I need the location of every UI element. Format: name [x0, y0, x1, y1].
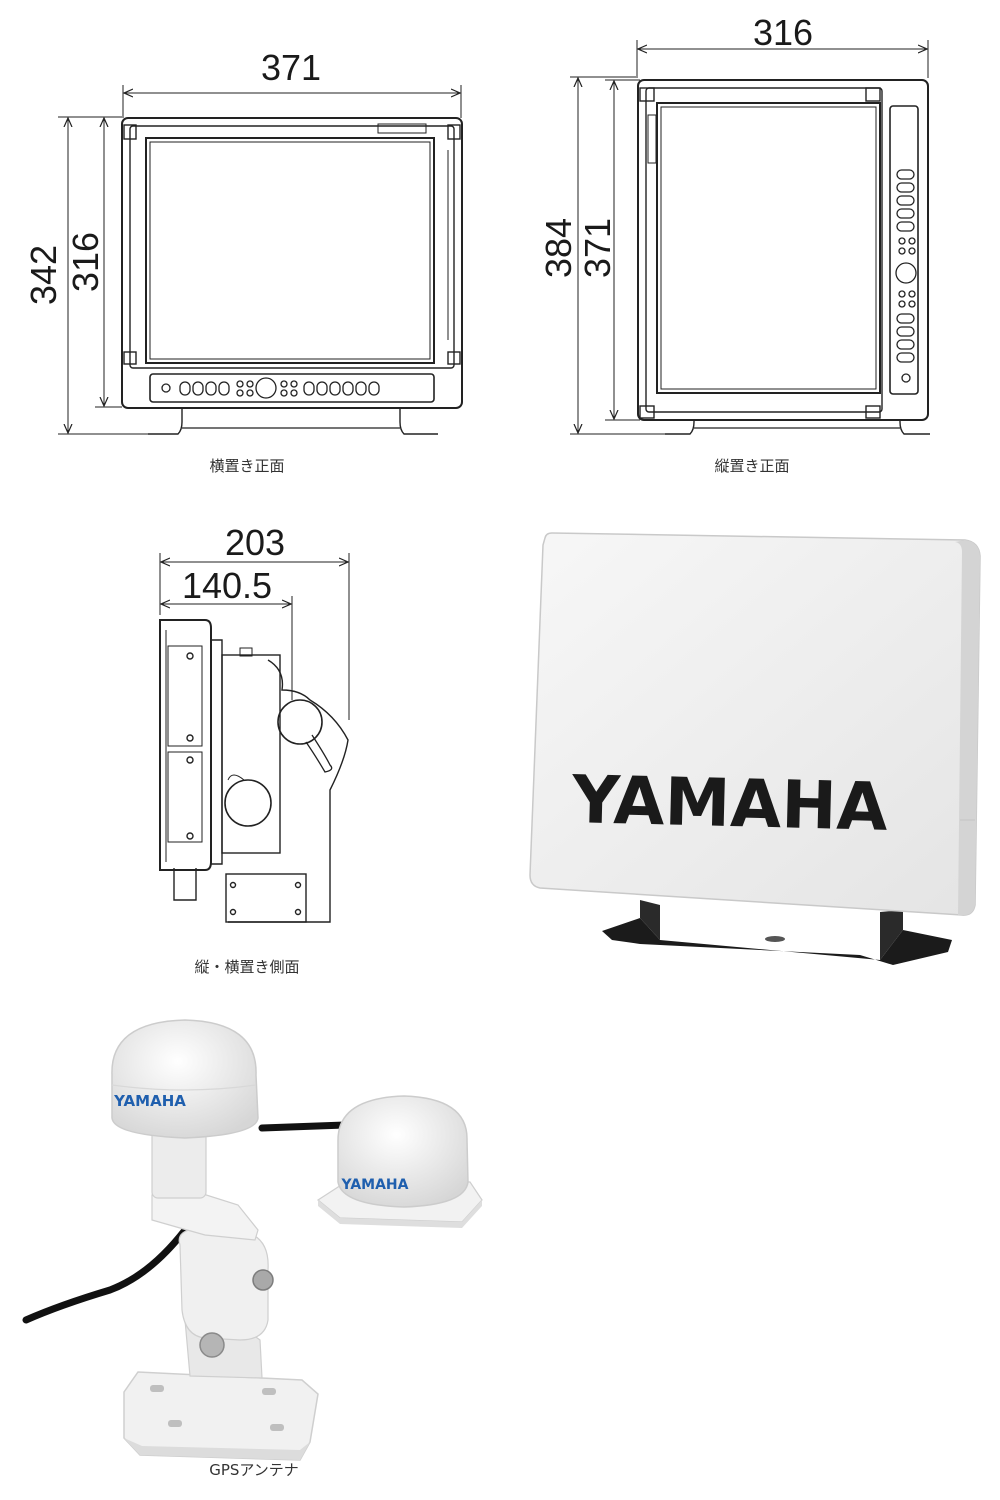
gps-antenna-dome-flat [337, 1095, 469, 1208]
side-view-caption: 縦・横置き側面 [194, 958, 299, 976]
landscape-width-value: 371 [261, 47, 321, 88]
display-body [121, 117, 463, 409]
display-body [637, 79, 929, 421]
tilt-knob-lower [224, 779, 272, 827]
display-bezel-side [159, 619, 212, 871]
rotary-knob-icon [255, 377, 277, 399]
side-outer-depth-value: 203 [225, 522, 285, 563]
portrait-front-caption: 縦置き正面 [714, 457, 789, 475]
side-view [159, 553, 350, 923]
display-screen [656, 102, 881, 394]
landscape-front-caption: 横置き正面 [209, 457, 284, 475]
landscape-inner-height-value: 316 [65, 232, 106, 292]
bolt-icon [252, 1269, 274, 1291]
mount-bracket [228, 659, 349, 923]
radar-cover-body [529, 532, 981, 916]
control-panel [889, 105, 919, 395]
landscape-outer-height-value: 342 [23, 245, 64, 305]
rotary-knob-icon [895, 262, 917, 284]
antenna-cable [22, 1226, 189, 1324]
control-panel [149, 373, 435, 403]
gps-antenna-caption: GPSアンテナ [209, 1461, 299, 1479]
side-inner-depth-value: 140.5 [182, 565, 272, 606]
gps-antenna-photo [22, 1019, 483, 1461]
portrait-inner-height-value: 371 [577, 218, 618, 278]
portrait-width-value: 316 [753, 12, 813, 53]
portrait-front-view [570, 40, 930, 435]
tilt-knob-upper [277, 699, 323, 745]
radar-cover-photo [529, 532, 981, 965]
display-screen [145, 137, 435, 364]
landscape-front-view [58, 85, 463, 435]
gps-pole-brand-logo: YAMAHA [113, 1092, 186, 1110]
gps-antenna-dome-pole [111, 1019, 259, 1139]
antenna-pole [151, 1129, 207, 1199]
portrait-outer-height-value: 384 [538, 218, 579, 278]
bolt-icon [199, 1332, 225, 1358]
gps-flat-brand-logo: YAMAHA [341, 1177, 409, 1193]
radar-cover-brand-logo: YAMAHA [570, 761, 888, 846]
